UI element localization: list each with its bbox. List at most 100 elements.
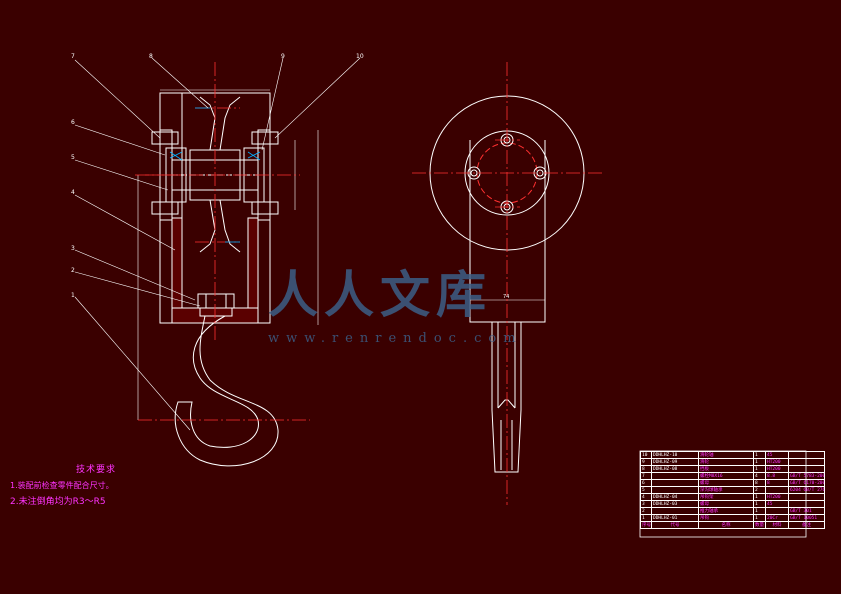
callout-1: 1 xyxy=(71,292,75,299)
frame-wall-left xyxy=(171,217,183,324)
bom-cell-code: DDHLHZ-09 xyxy=(651,458,699,466)
bom-cell-qty: 8 xyxy=(753,479,766,487)
bom-cell-material xyxy=(765,507,789,515)
section-marks xyxy=(169,107,261,243)
bom-cell-material: 45 xyxy=(765,451,789,459)
bom-cell-material: HT200 xyxy=(765,458,789,466)
bom-header-no: 序号 xyxy=(640,521,652,529)
bom-cell-name: 挡板 xyxy=(698,465,754,473)
callout-4: 4 xyxy=(71,189,75,196)
bom-cell-name: 螺母 xyxy=(698,479,754,487)
bolt-head xyxy=(251,131,279,145)
bom-cell-code xyxy=(651,472,699,480)
bom-cell-std: GB/T 10051 xyxy=(788,514,825,522)
bom-cell-name: 滑轮轴 xyxy=(698,451,754,459)
bom-cell-std xyxy=(788,493,825,501)
bom-cell-name: 吊钩 xyxy=(698,514,754,522)
dim-side-width: 74 xyxy=(503,294,509,300)
bom-cell-no: 2 xyxy=(640,507,652,515)
callout-3: 3 xyxy=(71,245,75,252)
bom-cell-code: DDHLHZ-03 xyxy=(651,500,699,508)
hook-shank-side xyxy=(491,322,522,473)
bom-cell-no: 7 xyxy=(640,472,652,480)
frame-wall-right xyxy=(247,217,259,324)
callout-leaders xyxy=(74,57,361,431)
bom-header-material: 材料 xyxy=(765,521,789,529)
bom-header-code: 代号 xyxy=(651,521,699,529)
bom-header-name: 名称 xyxy=(698,521,754,529)
bom-cell-name: 深沟球轴承 xyxy=(698,486,754,494)
bom-cell-no: 3 xyxy=(640,500,652,508)
hook-nut xyxy=(197,293,235,309)
bom-cell-code: DDHLHZ-08 xyxy=(651,465,699,473)
bom-header-std: 备注 xyxy=(788,521,825,529)
bom-cell-name: 滑轮 xyxy=(698,458,754,466)
bom-cell-no: 5 xyxy=(640,486,652,494)
bom-cell-code xyxy=(651,479,699,487)
bom-cell-std xyxy=(788,465,825,473)
bom-cell-material: HT200 xyxy=(765,465,789,473)
bom-cell-std xyxy=(788,458,825,466)
bom-cell-material: 8 xyxy=(765,479,789,487)
bom-cell-material: HT200 xyxy=(765,493,789,501)
bom-cell-no: 9 xyxy=(640,458,652,466)
bom-cell-qty: 1 xyxy=(753,465,766,473)
front-view xyxy=(137,89,319,467)
tech-note-2: 2.未注倒角均为R3～R5 xyxy=(10,497,106,507)
bom-cell-no: 4 xyxy=(640,493,652,501)
bom-cell-std xyxy=(788,500,825,508)
bom-cell-material: 45 xyxy=(765,500,789,508)
bom-cell-name: 推力轴承 xyxy=(698,507,754,515)
bom-cell-qty: 1 xyxy=(753,500,766,508)
bom-cell-code xyxy=(651,507,699,515)
bom-cell-no: 6 xyxy=(640,479,652,487)
bom-cell-material: 20Cr xyxy=(765,514,789,522)
bom-cell-no: 10 xyxy=(640,451,652,459)
callout-10: 10 xyxy=(356,53,364,60)
bom-cell-std xyxy=(788,451,825,459)
bom-cell-std: GB/T 301 xyxy=(788,507,825,515)
side-frame xyxy=(469,139,546,323)
hook-frame-outline xyxy=(159,92,271,324)
tech-note-1: 1.装配前检查零件配合尺寸。 xyxy=(10,481,114,490)
bolt-head xyxy=(151,201,179,215)
bom-cell-qty: 2 xyxy=(753,486,766,494)
callout-numbers: 7 6 5 4 3 2 1 8 9 10 xyxy=(71,53,364,299)
bom-cell-qty: 1 xyxy=(753,507,766,515)
bom-header-qty: 数量 xyxy=(753,521,766,529)
bom-cell-std: 6204 GB/T 276 xyxy=(788,486,825,494)
bom-cell-qty: 1 xyxy=(753,451,766,459)
side-centerlines xyxy=(412,62,605,505)
bom-header-row: 序号代号名称数量材料备注 xyxy=(640,521,825,529)
bom-cell-name: 螺母 xyxy=(698,500,754,508)
bolt-head xyxy=(151,131,179,145)
bom-cell-code: DDHLHZ-04 xyxy=(651,493,699,501)
bom-cell-qty: 1 xyxy=(753,493,766,501)
callout-6: 6 xyxy=(71,119,75,126)
bom-cell-std: GB/T 5783-2000 xyxy=(788,472,825,480)
hook-body xyxy=(174,315,279,467)
bom-cell-material: 8.8 xyxy=(765,472,789,480)
bolt-head xyxy=(251,201,279,215)
tech-notes-title: 技术要求 xyxy=(76,465,117,475)
bom-cell-code xyxy=(651,486,699,494)
bom-cell-qty: 1 xyxy=(753,458,766,466)
bom-cell-std: GB/T 6170-2000 xyxy=(788,479,825,487)
bom-cell-no: 1 xyxy=(640,514,652,522)
callout-5: 5 xyxy=(71,154,75,161)
callout-8: 8 xyxy=(149,53,153,60)
callout-7: 7 xyxy=(71,53,75,60)
bom-cell-material xyxy=(765,486,789,494)
